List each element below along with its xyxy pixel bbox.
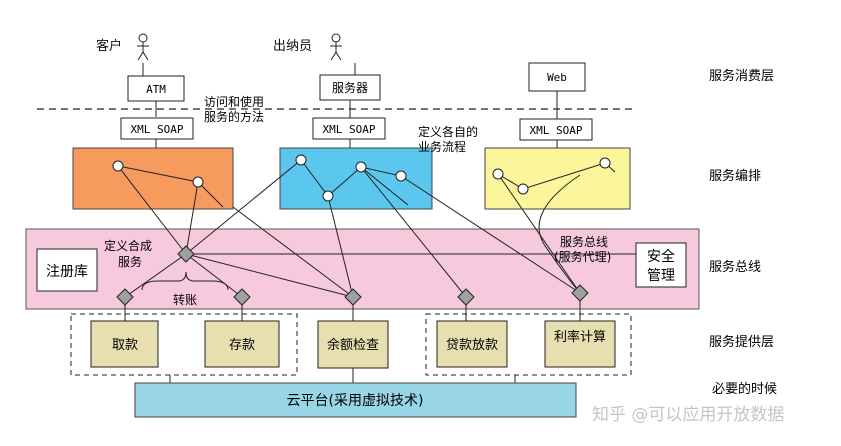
server-box xyxy=(319,74,381,101)
security-label-line2: 管理 xyxy=(647,268,675,284)
process-node xyxy=(599,157,611,169)
process-node xyxy=(192,176,204,188)
interest-label: 利率计算 xyxy=(554,329,606,345)
interest-box xyxy=(544,320,616,368)
process-node xyxy=(295,154,307,166)
cloud-platform-label: 云平台(采用虚拟技术) xyxy=(287,393,424,409)
process-node xyxy=(492,168,504,180)
compose-annotation-line1: 定义合成 xyxy=(104,238,152,253)
layer-label-provision: 服务提供层 xyxy=(709,334,774,350)
registry-label: 注册库 xyxy=(46,264,88,280)
service-bus-band xyxy=(25,228,700,310)
teller-label: 出纳员 xyxy=(273,39,312,54)
customer-label: 客户 xyxy=(96,38,122,54)
process-node xyxy=(322,190,334,202)
process-annotation-line1: 定义各自的 xyxy=(418,124,478,139)
server-label: 服务器 xyxy=(332,80,368,95)
process-node xyxy=(517,183,529,195)
service-group-right xyxy=(425,313,632,376)
service-diamond xyxy=(457,288,475,306)
teller-actor-icon xyxy=(330,33,342,61)
process-node xyxy=(395,170,407,182)
service-diamond xyxy=(116,288,134,306)
security-box xyxy=(635,242,687,288)
process-nodes xyxy=(112,154,611,202)
withdraw-label: 取款 xyxy=(112,338,138,353)
web-box xyxy=(528,62,586,92)
composite-diamond xyxy=(177,245,195,263)
watermark-text: 知乎 @可以应用开放数据 xyxy=(592,405,784,425)
layer-label-consumption: 服务消费层 xyxy=(709,68,774,84)
customer-actor-icon xyxy=(137,33,149,61)
cloud-platform-bar xyxy=(134,382,577,418)
process-node xyxy=(112,160,124,172)
xml-soap-label-3: XML SOAP xyxy=(530,124,583,137)
orchestration-box-orange xyxy=(72,147,234,210)
xml-soap-label-1: XML SOAP xyxy=(131,123,184,136)
compose-annotation-line2: 服务 xyxy=(118,254,142,269)
balance-label: 余额检查 xyxy=(327,337,379,353)
bus-annotation-line2: (服务代理) xyxy=(554,249,611,264)
withdraw-box xyxy=(90,320,159,368)
deposit-label: 存款 xyxy=(229,338,255,353)
layer-label-orchestration: 服务编排 xyxy=(709,168,761,184)
loan-box xyxy=(436,320,508,368)
xml-soap-box-1 xyxy=(120,117,194,140)
bus-annotation-line1: 服务总线 xyxy=(560,234,608,249)
when-needed-label: 必要的时候 xyxy=(712,381,777,397)
service-diamond xyxy=(571,284,589,302)
atm-label: ATM xyxy=(146,83,166,96)
registry-box xyxy=(36,248,98,292)
process-annotation-line2: 业务流程 xyxy=(418,139,466,154)
balance-box xyxy=(317,320,389,369)
xml-soap-box-2 xyxy=(312,117,386,140)
atm-box xyxy=(127,75,185,102)
layer-label-bus: 服务总线 xyxy=(709,259,761,275)
access-annotation-line1: 访问和使用 xyxy=(204,94,264,109)
service-diamond xyxy=(344,288,362,306)
web-label: Web xyxy=(547,71,567,84)
access-annotation-line2: 服务的方法 xyxy=(204,109,264,124)
deposit-box xyxy=(204,320,280,368)
security-label-line1: 安全 xyxy=(647,248,675,265)
loan-label: 贷款放款 xyxy=(446,338,498,353)
service-group-left xyxy=(70,313,298,376)
bus-diamonds xyxy=(116,245,589,306)
transfer-label: 转账 xyxy=(173,292,197,307)
service-diamond xyxy=(233,288,251,306)
xml-soap-label-2: XML SOAP xyxy=(323,123,376,136)
process-node xyxy=(355,161,367,173)
xml-soap-box-3 xyxy=(519,118,593,141)
